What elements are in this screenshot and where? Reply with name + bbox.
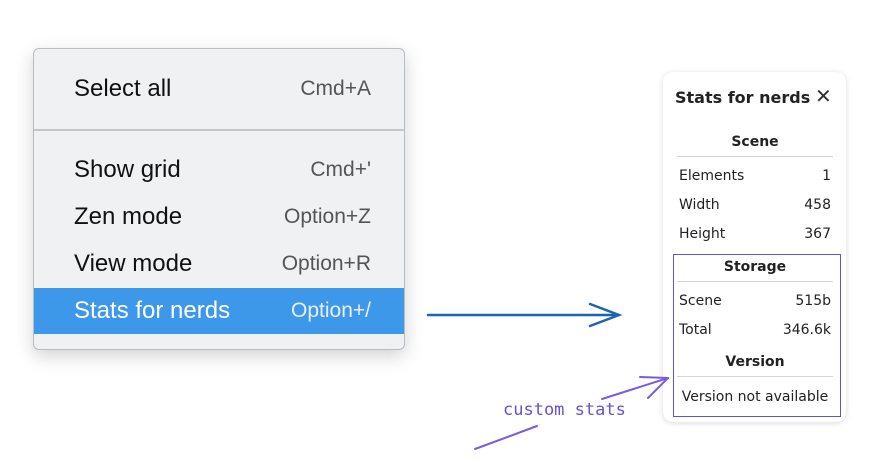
- label: Select all: [74, 75, 172, 102]
- panel-title: Stats for nerds: [675, 88, 811, 107]
- stat-row: Width 458: [679, 197, 831, 213]
- stat-row: Scene 515b: [679, 293, 831, 309]
- stat-value: 346.6k: [782, 322, 831, 338]
- menu-item-select-all[interactable]: Select all Cmd+A: [34, 66, 404, 112]
- close-icon[interactable]: ✕: [815, 84, 832, 108]
- shortcut: Cmd+A: [300, 77, 371, 100]
- shortcut: Option+R: [281, 252, 371, 275]
- stat-label: Width: [679, 197, 720, 213]
- stat-row: Total 346.6k: [679, 322, 831, 338]
- label: Zen mode: [74, 203, 183, 230]
- stat-row: Elements 1: [679, 168, 831, 184]
- shortcut: Option+/: [291, 299, 371, 322]
- label: Stats for nerds: [74, 297, 231, 324]
- stat-value: 1: [822, 168, 831, 184]
- stat-label: Height: [679, 226, 726, 242]
- stat-label: Elements: [679, 168, 745, 184]
- stats-panel: Stats for nerds ✕ Scene Elements 1 Width 4…: [663, 72, 846, 422]
- section-version-heading: Version: [677, 354, 833, 377]
- stat-label: Scene: [679, 293, 722, 309]
- section-storage-heading: Storage: [677, 259, 833, 282]
- label: View mode: [74, 250, 193, 277]
- custom-stats-highlight: [673, 254, 841, 417]
- stat-row: Height 367: [679, 226, 831, 242]
- section-scene-heading: Scene: [677, 134, 833, 157]
- custom-stats-label: custom stats: [503, 400, 626, 420]
- stat-value: 458: [804, 197, 831, 213]
- stat-value: 367: [804, 226, 831, 242]
- menu-item-zen-mode[interactable]: Zen mode Option+Z: [34, 194, 404, 240]
- right-arrow-icon: [426, 302, 623, 328]
- menu-separator: [34, 129, 404, 131]
- shortcut: Cmd+': [310, 158, 371, 181]
- version-text: Version not available: [681, 389, 829, 405]
- menu-item-show-grid[interactable]: Show grid Cmd+': [34, 147, 404, 193]
- menu-item-stats-for-nerds[interactable]: Stats for nerds Option+/: [34, 288, 404, 334]
- menu-item-view-mode[interactable]: View mode Option+R: [34, 241, 404, 287]
- stat-label: Total: [679, 322, 712, 338]
- label: Show grid: [74, 156, 181, 183]
- custom-stats-arrow-icon: [474, 376, 669, 450]
- shortcut: Option+Z: [284, 205, 371, 228]
- stat-value: 515b: [795, 293, 831, 309]
